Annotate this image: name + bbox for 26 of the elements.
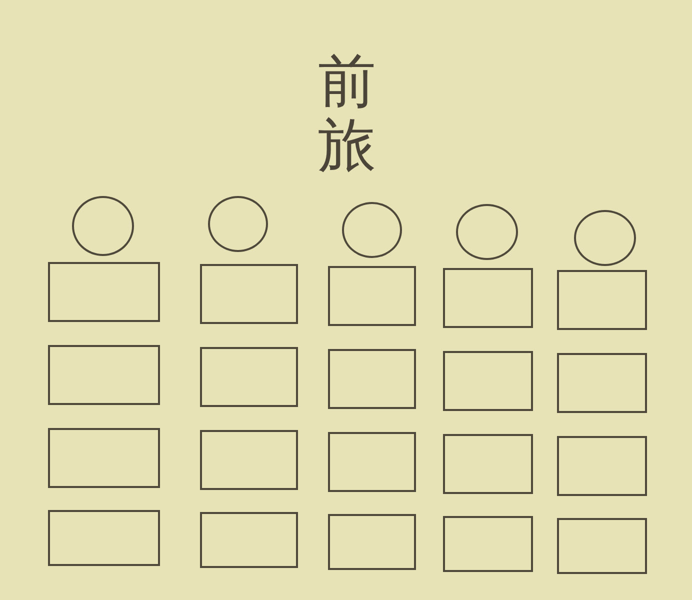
formation-circle xyxy=(342,202,402,258)
formation-rectangle xyxy=(48,345,160,405)
formation-rectangle xyxy=(443,268,533,328)
formation-rectangle xyxy=(557,518,647,574)
title: 前旅 xyxy=(318,50,376,178)
formation-rectangle xyxy=(48,510,160,566)
formation-rectangle xyxy=(557,353,647,413)
formation-rectangle xyxy=(200,430,298,490)
formation-rectangle xyxy=(328,349,416,409)
formation-rectangle xyxy=(48,262,160,322)
formation-rectangle xyxy=(48,428,160,488)
formation-circle xyxy=(208,196,268,252)
formation-rectangle xyxy=(443,351,533,411)
formation-circle xyxy=(456,204,518,260)
formation-rectangle xyxy=(443,434,533,494)
formation-rectangle xyxy=(200,347,298,407)
formation-rectangle xyxy=(557,436,647,496)
formation-circle xyxy=(574,210,636,266)
formation-circle xyxy=(72,196,134,256)
formation-rectangle xyxy=(200,512,298,568)
formation-rectangle xyxy=(557,270,647,330)
formation-rectangle xyxy=(328,432,416,492)
formation-rectangle xyxy=(328,514,416,570)
formation-rectangle xyxy=(200,264,298,324)
formation-rectangle xyxy=(443,516,533,572)
formation-rectangle xyxy=(328,266,416,326)
